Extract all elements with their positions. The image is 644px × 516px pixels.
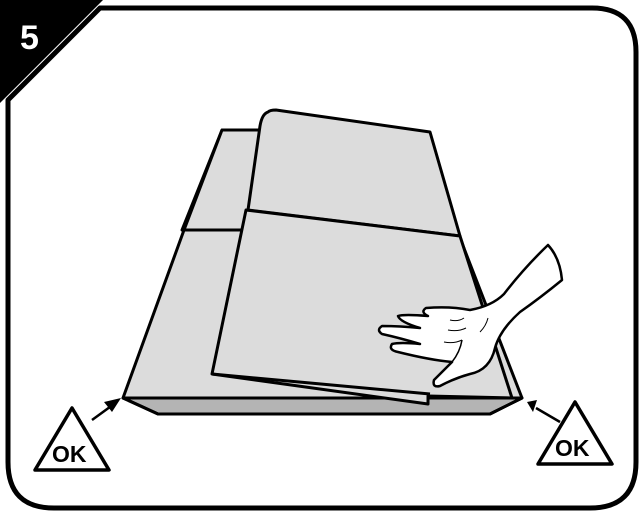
ok-label-left: OK <box>52 441 87 467</box>
tray-edge-right <box>489 396 523 416</box>
hand-icon <box>377 243 564 388</box>
tray-edge-left <box>122 396 159 416</box>
step-badge <box>0 0 103 103</box>
ok-marker-left: OK <box>33 398 121 472</box>
base-tray <box>121 396 524 416</box>
warning-triangle-icon <box>33 406 111 472</box>
warning-triangle-icon <box>536 400 614 466</box>
ok-label-right: OK <box>555 435 590 461</box>
arrow-icon <box>527 400 561 424</box>
arrow-icon <box>91 398 121 422</box>
ok-marker-right: OK <box>527 400 614 466</box>
step-number: 5 <box>20 19 39 57</box>
panel-front-edge <box>211 372 431 396</box>
